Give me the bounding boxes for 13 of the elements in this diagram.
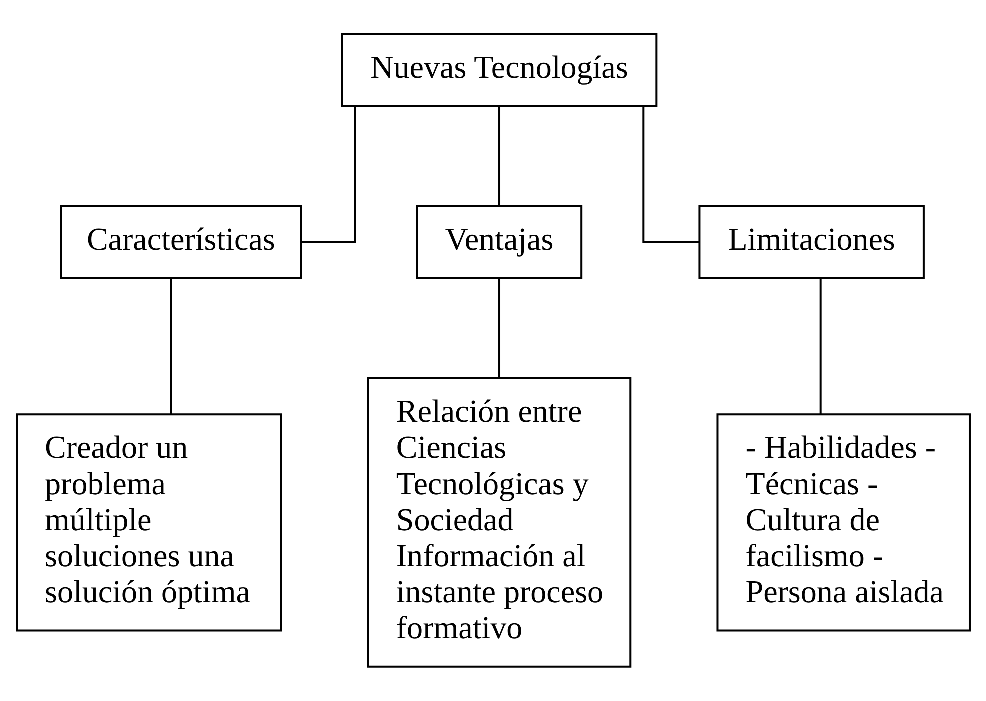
node-box: Creador un problema múltiple soluciones una solución óptima <box>16 414 282 632</box>
node-box: Nuevas Tecnologías <box>340 33 658 108</box>
connector <box>498 106 500 206</box>
node-box: - Habilidades - Técnicas - Cultura de facilismo - Persona aislada <box>716 414 970 632</box>
node-box: Características <box>60 205 302 280</box>
connector <box>170 278 172 414</box>
node-box: Relación entre Ciencias Tecnológicas y Sociedad Información al instante proceso formativo <box>366 378 632 668</box>
node-box: Limitaciones <box>698 205 924 280</box>
connector <box>819 278 822 414</box>
connector <box>498 278 500 378</box>
connector <box>642 106 700 244</box>
node-box: Ventajas <box>416 205 582 280</box>
connector <box>302 106 356 244</box>
